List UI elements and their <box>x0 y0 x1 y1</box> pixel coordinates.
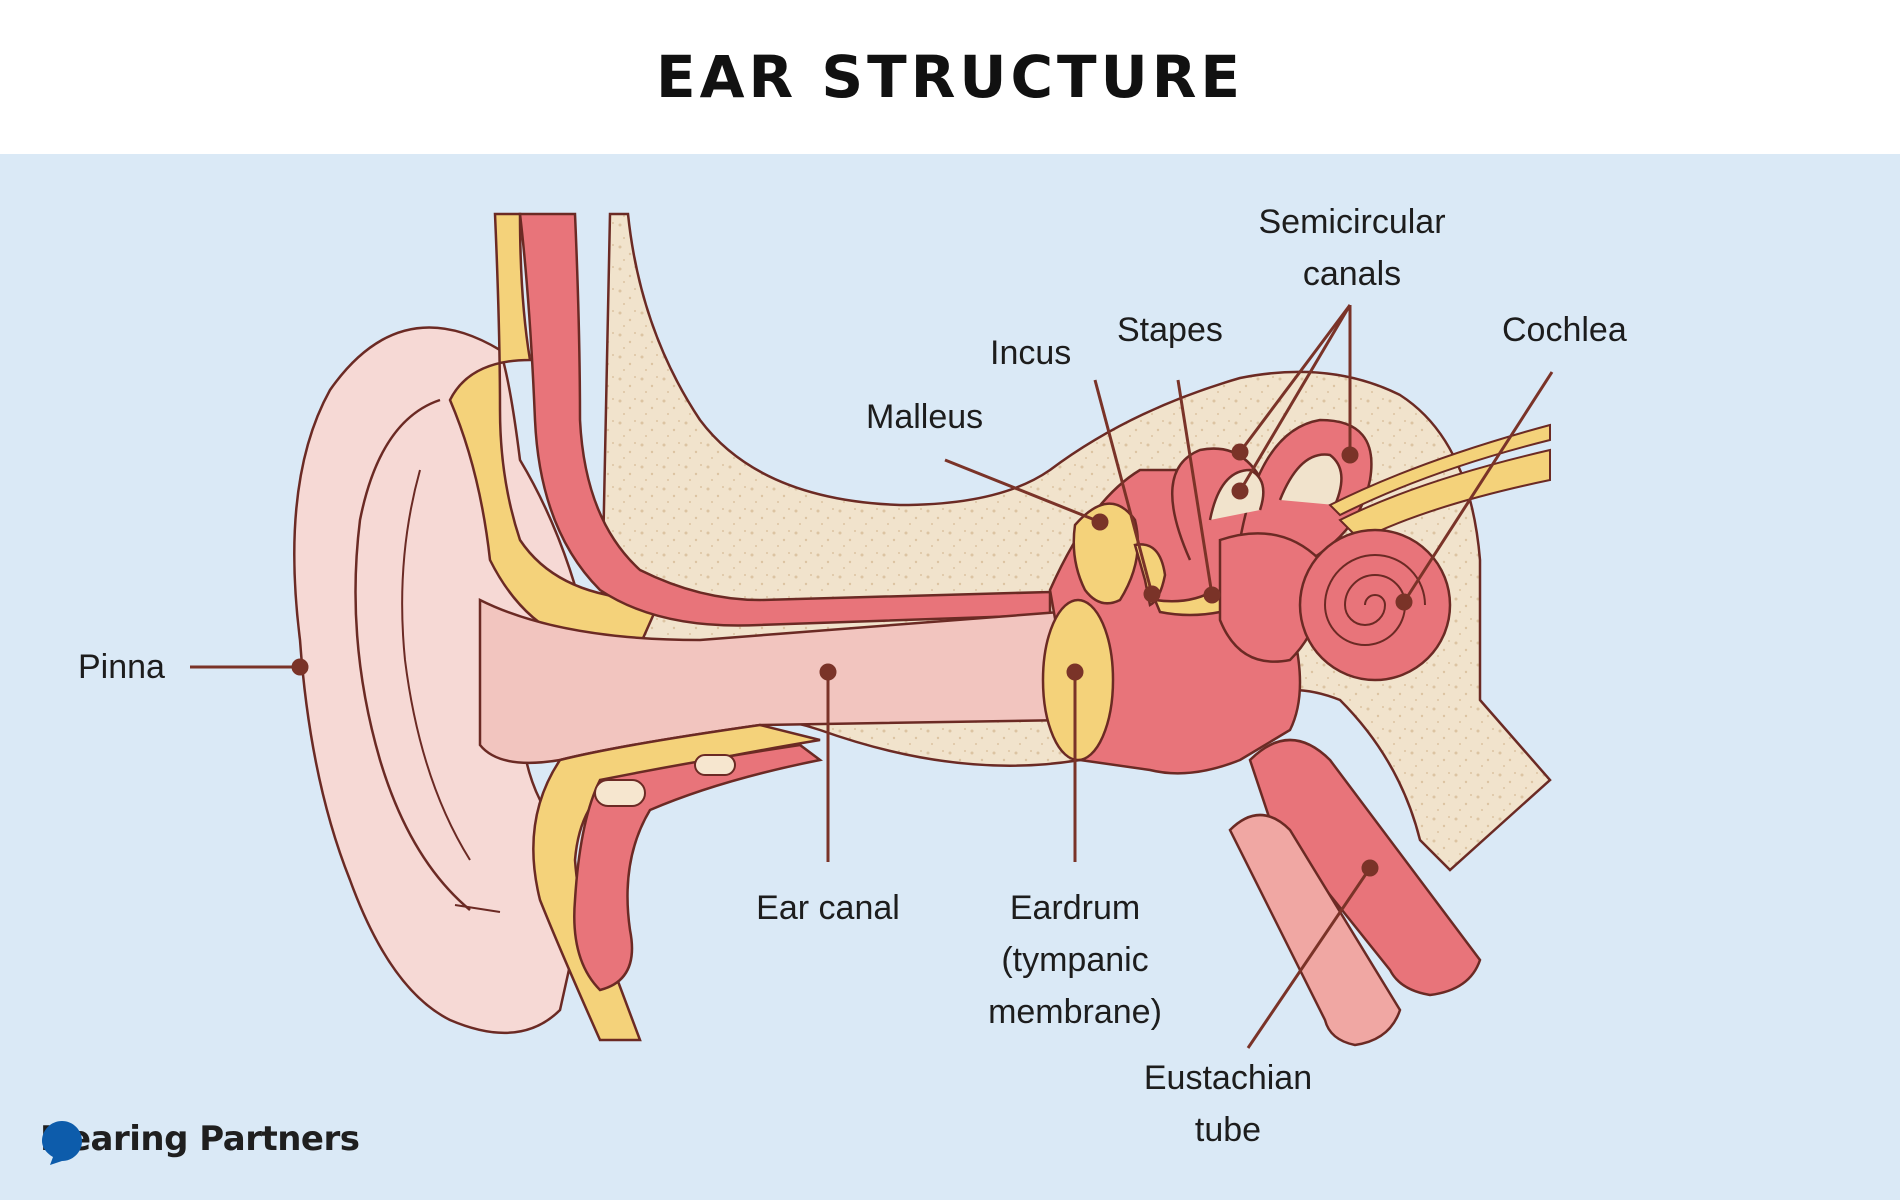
label-malleus: Malleus <box>866 398 984 436</box>
brand-name: Hearing Partners <box>40 1119 360 1159</box>
malleus-shape <box>1072 502 1140 605</box>
label-eardrum: Eardrum (tympanic membrane) <box>988 889 1162 1031</box>
auditory-nerve <box>1338 448 1551 542</box>
label-ear-canal: Ear canal <box>756 889 900 927</box>
speech-bubble-icon <box>42 1121 82 1165</box>
page-title: EAR STRUCTURE <box>656 43 1244 111</box>
label-pinna: Pinna <box>78 648 165 686</box>
diagram-panel: Pinna Ear canal Eardrum (tympanic membra… <box>0 154 1900 1200</box>
label-incus: Incus <box>990 334 1072 372</box>
header: EAR STRUCTURE <box>0 0 1900 154</box>
pinna-inner-fold <box>354 398 471 911</box>
brand-logo: Hearing Partners <box>40 1119 360 1165</box>
leader-lines <box>190 304 1554 1049</box>
label-semicircular-canals: Semicircular canals <box>1258 203 1446 293</box>
ear-illustration <box>190 212 1554 1049</box>
label-stapes: Stapes <box>1117 311 1223 349</box>
label-cochlea: Cochlea <box>1502 311 1627 349</box>
eardrum-shape <box>1041 598 1115 762</box>
label-eustachian-tube: Eustachian tube <box>1143 1059 1313 1149</box>
cochlea-shape <box>1298 528 1452 682</box>
